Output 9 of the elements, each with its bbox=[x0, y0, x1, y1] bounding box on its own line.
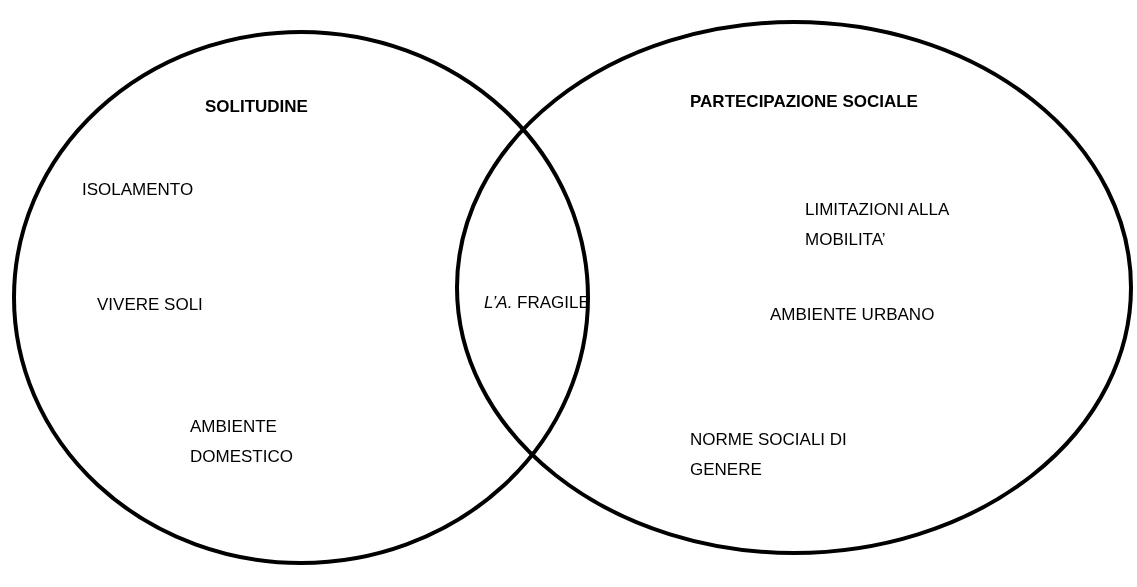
overlap-label: L’A. FRAGILE bbox=[484, 292, 591, 314]
set-item: NORME SOCIALI DI GENERE bbox=[690, 429, 848, 481]
set-title: PARTECIPAZIONE SOCIALE bbox=[690, 91, 919, 113]
set-item: VIVERE SOLI bbox=[97, 294, 204, 316]
set-item: AMBIENTE URBANO bbox=[770, 304, 936, 326]
set-item: LIMITAZIONI ALLA MOBILITA’ bbox=[805, 199, 950, 251]
set-item: ISOLAMENTO bbox=[82, 179, 195, 201]
set-title: SOLITUDINE bbox=[205, 96, 309, 118]
set-item: AMBIENTE DOMESTICO bbox=[190, 416, 294, 468]
